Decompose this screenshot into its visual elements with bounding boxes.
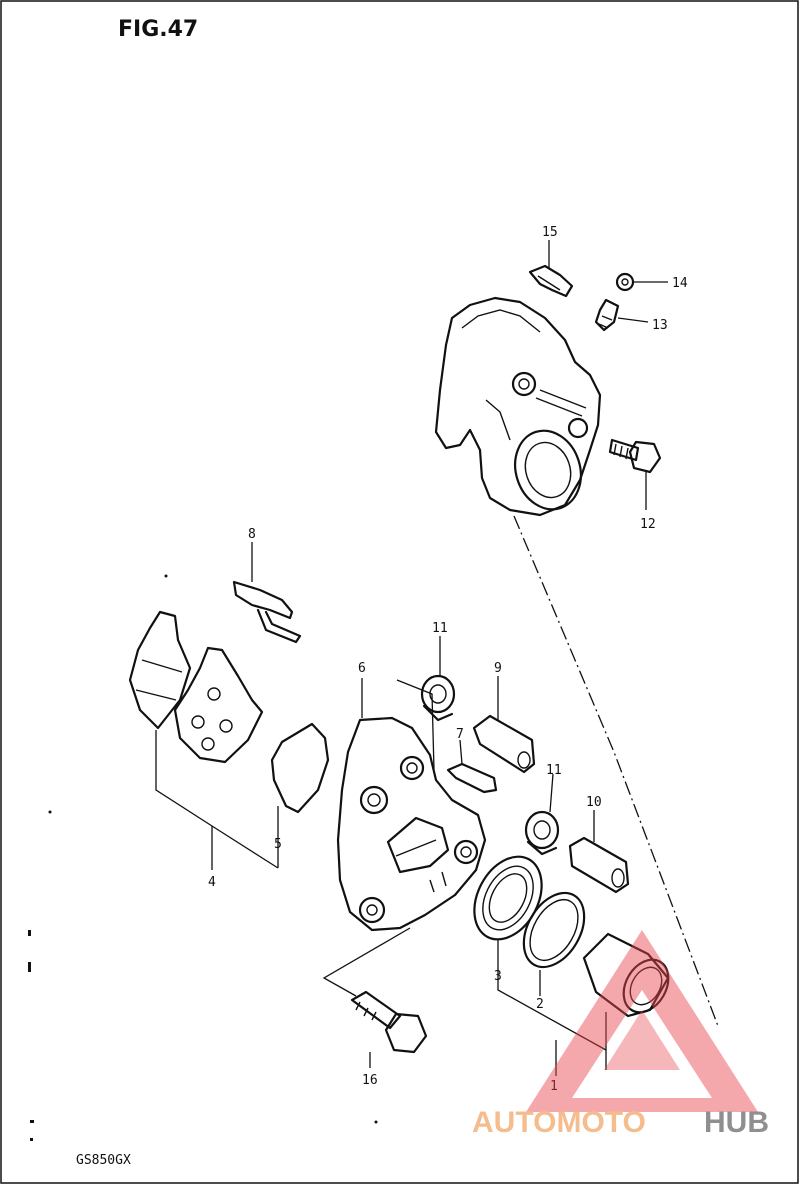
part-14-bleeder-cap	[615, 272, 635, 292]
part-2-piston-seal	[522, 891, 586, 969]
callout-15: 15	[542, 225, 558, 240]
callout-9: 9	[494, 661, 502, 676]
part-8-pad-spring	[232, 580, 302, 644]
figure-title: FIG.47	[118, 17, 198, 42]
part-6-caliper-body	[336, 716, 487, 932]
watermark-text-b: HUB	[704, 1106, 769, 1139]
part-11-boot-lower	[524, 810, 560, 856]
watermark-text-a: AUTOMOTO	[472, 1106, 646, 1139]
callout-11-upper: 11	[432, 621, 448, 636]
caliper-holder	[434, 296, 602, 517]
part-11-boot-upper	[420, 674, 456, 722]
callout-labels: 15 14 13 12 8 11 9 6 7 11 10 5 4 3 2 1 1…	[208, 225, 688, 1094]
part-4-brake-pads	[128, 610, 264, 764]
callout-16: 16	[362, 1073, 378, 1088]
callout-12: 12	[640, 517, 656, 532]
callout-10: 10	[586, 795, 602, 810]
callout-13: 13	[652, 318, 668, 333]
part-9-slide-pin	[472, 714, 536, 774]
watermark-logo: AUTOMOTO HUB	[472, 930, 769, 1139]
callout-7: 7	[456, 727, 464, 742]
part-1-piston	[582, 932, 670, 1018]
model-code: GS850GX	[76, 1153, 131, 1168]
callout-4: 4	[208, 875, 216, 890]
part-13-bleeder-valve	[594, 298, 620, 332]
callout-2: 2	[536, 997, 544, 1012]
callout-3: 3	[494, 969, 502, 984]
callout-5: 5	[274, 837, 282, 852]
leader-lines	[155, 240, 719, 1076]
watermark-triangle-icon	[526, 930, 758, 1112]
part-15-pin-clip	[528, 264, 574, 298]
part-12-bolt	[608, 438, 662, 474]
part-10-sleeve	[568, 836, 630, 894]
part-7-pin-clip	[446, 762, 498, 794]
callout-8: 8	[248, 527, 256, 542]
callout-6: 6	[358, 661, 366, 676]
callout-1: 1	[550, 1079, 558, 1094]
scan-specks	[28, 574, 378, 1141]
callout-11-lower: 11	[546, 763, 562, 778]
part-3-dust-seal	[473, 855, 543, 941]
part-16-bolt	[350, 990, 428, 1054]
part-5-pad-shim	[270, 722, 330, 814]
callout-14: 14	[672, 276, 688, 291]
